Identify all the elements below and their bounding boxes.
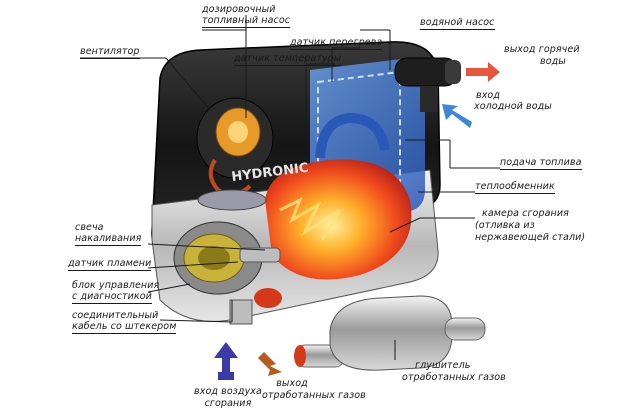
label-dosing-pump-2: топливный насос (202, 15, 291, 28)
label-hot-water-1: выход горячей (504, 44, 580, 55)
label-control-unit-1: блок управления (72, 280, 160, 291)
label-glow-plug-2: накаливания (75, 233, 142, 246)
exhaust-port (254, 288, 282, 308)
label-exhaust-1: выход (276, 378, 308, 389)
air-intake-port (229, 299, 253, 325)
label-muffler-2: отработанных газов (402, 372, 506, 383)
exhaust-arrow (258, 352, 282, 376)
label-combustion-2: (отливка из (475, 220, 535, 231)
label-cold-water-2: холодной воды (474, 101, 552, 112)
label-air-in-2: сгорания (204, 398, 252, 409)
hot-water-arrow (466, 62, 500, 82)
cold-water-arrow (442, 104, 472, 128)
label-cable-2: кабель со штекером (72, 321, 177, 334)
water-outlet-pipe (394, 57, 461, 112)
fan-assembly (196, 97, 274, 211)
label-cable-1: соединительный (72, 310, 159, 321)
burner-assembly (173, 221, 281, 295)
label-glow-plug-1: свеча (75, 222, 104, 233)
label-fuel-supply: подача топлива (500, 157, 582, 170)
label-heat-exchanger: теплообменник (475, 181, 555, 194)
label-water-pump: водяной насос (420, 17, 495, 30)
label-fan: вентилятор (80, 46, 140, 59)
label-air-in-1: вход воздуха (194, 386, 262, 397)
label-combustion-1: камера сгорания (482, 208, 569, 219)
label-cold-water-1: вход (476, 90, 501, 101)
label-temp-sensor: датчик температуры (234, 53, 342, 66)
label-flame-sensor: датчик пламени (68, 258, 152, 271)
label-dosing-pump-1: дозировочный (202, 4, 276, 15)
muffler (294, 295, 486, 371)
label-hot-water-2: воды (540, 56, 566, 67)
label-combustion-3: нержавеющей стали) (475, 232, 586, 243)
label-muffler-1: глушитель (415, 360, 471, 371)
label-exhaust-2: отработанных газов (262, 390, 366, 401)
air-intake-arrow (214, 342, 238, 380)
leader-lines (80, 15, 500, 360)
label-control-unit-2: с диагностикой (72, 291, 152, 304)
label-overheat-sensor: датчик перегрева (290, 37, 383, 50)
combustion-chamber (265, 112, 412, 280)
